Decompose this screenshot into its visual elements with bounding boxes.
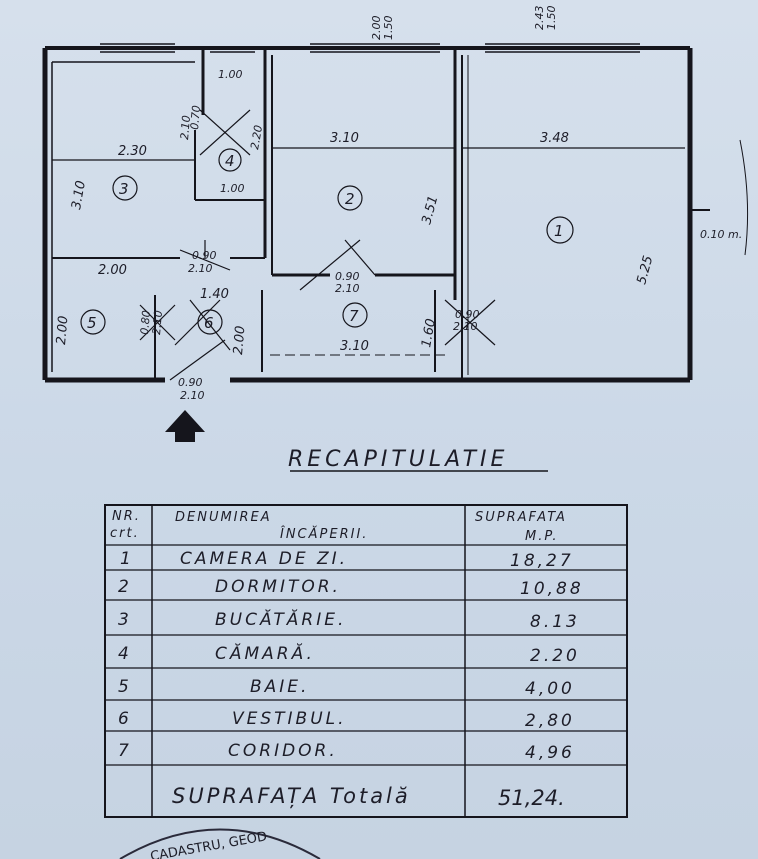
svg-text:51,24.: 51,24. bbox=[498, 786, 565, 810]
room-7: 3.10 1.60 7 0.90 2.10 0.90 2.10 bbox=[335, 270, 480, 354]
svg-text:2: 2 bbox=[118, 577, 132, 597]
recap-title: RECAPITULATIE bbox=[288, 447, 508, 472]
svg-text:0.90: 0.90 bbox=[192, 249, 217, 262]
room-6: 1.40 2.00 6 0.90 2.10 bbox=[188, 249, 249, 355]
top-dimensions: 2.00 1.50 2.43 1.50 bbox=[370, 6, 558, 41]
svg-text:5.25: 5.25 bbox=[634, 254, 656, 286]
entry-door-width: 0.90 bbox=[178, 376, 203, 389]
recap-table-grid bbox=[104, 504, 628, 818]
svg-text:1.00: 1.00 bbox=[218, 68, 243, 81]
svg-text:CĂMARĂ.: CĂMARĂ. bbox=[215, 642, 315, 664]
svg-text:8.13: 8.13 bbox=[530, 612, 580, 632]
room-3: 2.30 3.10 3 bbox=[69, 144, 147, 211]
recap-row-1: 1 CAMERA DE ZI. 18,27 bbox=[120, 549, 574, 571]
svg-text:DORMITOR.: DORMITOR. bbox=[215, 577, 341, 597]
wall-thickness-note: 0.10 m. bbox=[700, 228, 742, 241]
svg-text:3.51: 3.51 bbox=[419, 194, 441, 226]
svg-text:NR.: NR. bbox=[112, 509, 141, 524]
room-2: 3.10 3.51 2 bbox=[330, 131, 441, 226]
entry-arrow-icon bbox=[165, 410, 205, 442]
svg-text:3.10: 3.10 bbox=[69, 180, 89, 211]
svg-text:7: 7 bbox=[349, 307, 359, 325]
svg-text:1.50: 1.50 bbox=[382, 16, 395, 41]
svg-text:2.20: 2.20 bbox=[530, 646, 580, 666]
entry-door-height: 2.10 bbox=[180, 389, 205, 402]
svg-text:1.60: 1.60 bbox=[419, 318, 439, 349]
svg-text:BAIE.: BAIE. bbox=[250, 677, 309, 697]
svg-text:SUPRAFAȚA Totală: SUPRAFAȚA Totală bbox=[172, 784, 411, 808]
svg-text:3: 3 bbox=[118, 610, 132, 630]
recap-row-6: 6 VESTIBUL. 2,80 bbox=[118, 709, 575, 731]
svg-text:2.10: 2.10 bbox=[335, 282, 360, 295]
svg-text:CADASTRU, GEOD: CADASTRU, GEOD bbox=[149, 829, 268, 859]
svg-text:M.P.: M.P. bbox=[525, 529, 559, 544]
room-1: 3.48 5.25 1 bbox=[540, 131, 656, 286]
svg-text:3.48: 3.48 bbox=[540, 131, 569, 146]
svg-text:18,27: 18,27 bbox=[510, 551, 574, 571]
svg-text:ÎNCĂPERII.: ÎNCĂPERII. bbox=[280, 526, 368, 542]
recap-table-header: NR. crt. DENUMIREA ÎNCĂPERII. SUPRAFATA … bbox=[110, 509, 567, 544]
svg-text:0.90: 0.90 bbox=[455, 308, 480, 321]
svg-text:1: 1 bbox=[120, 549, 134, 569]
svg-text:3: 3 bbox=[119, 180, 129, 198]
door-marks bbox=[139, 109, 496, 381]
room-4: 1.00 2.20 1.00 4 0.70 2.10 bbox=[178, 68, 265, 195]
recap-row-2: 2 DORMITOR. 10,88 bbox=[118, 577, 584, 599]
svg-text:1: 1 bbox=[554, 222, 564, 240]
svg-text:0.90: 0.90 bbox=[335, 270, 360, 283]
svg-text:2.00: 2.00 bbox=[54, 315, 71, 345]
svg-text:7: 7 bbox=[118, 741, 132, 761]
svg-text:SUPRAFATA: SUPRAFATA bbox=[475, 510, 567, 525]
svg-text:CAMERA DE ZI.: CAMERA DE ZI. bbox=[180, 549, 348, 569]
svg-text:2.10: 2.10 bbox=[178, 115, 193, 141]
recap-row-4: 4 CĂMARĂ. 2.20 bbox=[118, 642, 580, 666]
svg-text:2.00: 2.00 bbox=[98, 263, 127, 278]
svg-text:4: 4 bbox=[118, 644, 132, 664]
svg-text:3.10: 3.10 bbox=[330, 131, 359, 146]
svg-text:CORIDOR.: CORIDOR. bbox=[228, 741, 338, 761]
svg-text:BUCĂTĂRIE.: BUCĂTĂRIE. bbox=[215, 608, 346, 630]
recap-row-5: 5 BAIE. 4,00 bbox=[118, 677, 575, 699]
svg-text:0.80: 0.80 bbox=[138, 310, 153, 336]
svg-text:crt.: crt. bbox=[110, 526, 140, 541]
svg-text:5: 5 bbox=[118, 677, 132, 697]
svg-text:1.50: 1.50 bbox=[545, 6, 558, 31]
svg-text:2.30: 2.30 bbox=[118, 144, 147, 159]
svg-text:4: 4 bbox=[225, 152, 235, 170]
svg-text:5: 5 bbox=[87, 314, 97, 332]
svg-text:4,96: 4,96 bbox=[525, 743, 575, 763]
walls bbox=[42, 46, 710, 383]
svg-text:10,88: 10,88 bbox=[520, 579, 584, 599]
recap-row-3: 3 BUCĂTĂRIE. 8.13 bbox=[118, 608, 580, 632]
svg-text:2.10: 2.10 bbox=[150, 310, 165, 336]
svg-text:2.10: 2.10 bbox=[453, 320, 478, 333]
room-5: 2.00 2.00 5 0.80 2.10 bbox=[54, 263, 165, 345]
svg-text:1.40: 1.40 bbox=[200, 287, 229, 302]
svg-text:VESTIBUL.: VESTIBUL. bbox=[232, 709, 347, 729]
svg-text:4,00: 4,00 bbox=[525, 679, 575, 699]
svg-text:2.43: 2.43 bbox=[533, 6, 546, 31]
svg-text:2.10: 2.10 bbox=[188, 262, 213, 275]
svg-text:6: 6 bbox=[204, 314, 214, 332]
svg-text:2: 2 bbox=[345, 190, 355, 208]
recap-total-row: SUPRAFAȚA Totală 51,24. bbox=[172, 784, 565, 810]
svg-text:1.00: 1.00 bbox=[220, 182, 245, 195]
svg-text:2,80: 2,80 bbox=[525, 711, 575, 731]
svg-text:3.10: 3.10 bbox=[340, 339, 369, 354]
svg-text:6: 6 bbox=[118, 709, 132, 729]
svg-text:2.00: 2.00 bbox=[231, 325, 248, 355]
recap-row-7: 7 CORIDOR. 4,96 bbox=[118, 741, 575, 763]
svg-text:2.20: 2.20 bbox=[248, 124, 265, 150]
svg-text:2.00: 2.00 bbox=[370, 16, 383, 41]
svg-text:0.70: 0.70 bbox=[188, 105, 203, 131]
svg-text:DENUMIREA: DENUMIREA bbox=[175, 510, 272, 525]
windows bbox=[100, 43, 640, 53]
cadastru-stamp: CADASTRU, GEOD bbox=[119, 828, 321, 859]
